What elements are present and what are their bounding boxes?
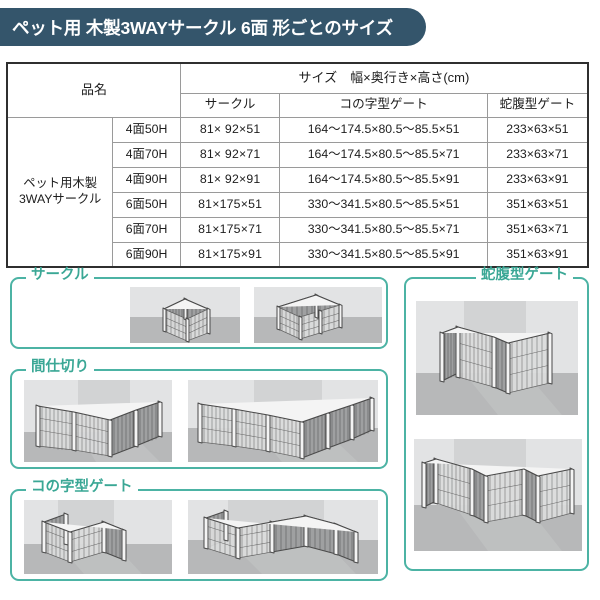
illustration-circle-4panel <box>130 287 240 343</box>
cell-product-name: ペット用木製 3WAYサークル <box>6 116 114 268</box>
header-accordion-gate: 蛇腹型ゲート <box>486 92 589 118</box>
table-row: ペット用木製 3WAYサークル 4面50H 81× 92×51 164〜174.… <box>6 116 589 268</box>
table-row: 4面90H 81× 92×91 164〜174.5×80.5〜85.5×91 2… <box>7 166 589 193</box>
table-row: 6面50H 81×175×51 330〜341.5×80.5〜85.5×51 3… <box>7 191 589 218</box>
table-row: 4面70H 81× 92×71 164〜174.5×80.5〜85.5×71 2… <box>7 141 589 168</box>
product-name-line-1: ペット用木製 <box>23 176 97 191</box>
page-title-bar: ペット用 木製3WAYサークル 6面 形ごとのサイズ <box>0 8 426 46</box>
illustration-u-gate-6panel <box>188 500 378 574</box>
cell-circle: 81× 92×91 <box>179 166 281 193</box>
section-label-circle: サークル <box>26 268 94 283</box>
cell-accordion: 233×63×91 <box>486 166 589 193</box>
table-header-row-main: 品名 サイズ 幅×奥行き×高さ(cm) <box>6 62 589 118</box>
cell-model: 6面90H <box>112 241 181 268</box>
cell-circle: 81×175×51 <box>179 191 281 218</box>
cell-model: 6面70H <box>112 216 181 243</box>
section-u-gate: コの字型ゲート <box>10 480 388 581</box>
section-label-accordion-gate: 蛇腹型ゲート <box>476 268 573 283</box>
cell-circle: 81× 92×51 <box>179 116 281 143</box>
illustration-accordion-4panel <box>416 301 578 415</box>
cell-model: 4面70H <box>112 141 181 168</box>
cell-model: 4面90H <box>112 166 181 193</box>
cell-accordion: 233×63×51 <box>486 116 589 143</box>
table-row: 6面90H 81×175×91 330〜341.5×80.5〜85.5×91 3… <box>7 241 589 268</box>
cell-u-gate: 164〜174.5×80.5〜85.5×71 <box>279 141 488 168</box>
illustration-partition-6panel <box>188 380 378 462</box>
page-title: ペット用 木製3WAYサークル 6面 形ごとのサイズ <box>12 17 393 38</box>
section-circle: サークル <box>10 268 388 349</box>
header-u-gate: コの字型ゲート <box>279 92 488 118</box>
specification-table: 品名 サイズ 幅×奥行き×高さ(cm) サークル コの字型ゲート 蛇腹型ゲート … <box>6 62 589 268</box>
illustration-accordion-6panel <box>414 439 582 551</box>
cell-accordion: 351×63×71 <box>486 216 589 243</box>
cell-u-gate: 330〜341.5×80.5〜85.5×91 <box>279 241 488 268</box>
cell-accordion: 351×63×51 <box>486 191 589 218</box>
cell-u-gate: 330〜341.5×80.5〜85.5×71 <box>279 216 488 243</box>
cell-circle: 81×175×91 <box>179 241 281 268</box>
header-circle: サークル <box>179 92 281 118</box>
illustration-partition-4panel <box>24 380 172 462</box>
header-product-name: 品名 <box>6 62 181 118</box>
header-size-group: サイズ 幅×奥行き×高さ(cm) <box>179 62 589 94</box>
cell-circle: 81×175×71 <box>179 216 281 243</box>
cell-model: 4面50H <box>112 116 181 143</box>
section-label-partition: 間仕切り <box>26 360 94 375</box>
cell-model: 6面50H <box>112 191 181 218</box>
cell-accordion: 233×63×71 <box>486 141 589 168</box>
illustration-u-gate-4panel <box>24 500 172 574</box>
section-label-u-gate: コの字型ゲート <box>26 480 138 495</box>
section-accordion-gate: 蛇腹型ゲート <box>404 268 589 571</box>
cell-accordion: 351×63×91 <box>486 241 589 268</box>
product-name-line-2: 3WAYサークル <box>18 191 102 206</box>
cell-u-gate: 164〜174.5×80.5〜85.5×51 <box>279 116 488 143</box>
cell-u-gate: 330〜341.5×80.5〜85.5×51 <box>279 191 488 218</box>
table-row: 6面70H 81×175×71 330〜341.5×80.5〜85.5×71 3… <box>7 216 589 243</box>
section-partition: 間仕切り <box>10 360 388 469</box>
cell-u-gate: 164〜174.5×80.5〜85.5×91 <box>279 166 488 193</box>
cell-circle: 81× 92×71 <box>179 141 281 168</box>
table-header-row-sub: サークル コの字型ゲート 蛇腹型ゲート <box>7 92 589 118</box>
illustration-circle-6panel <box>254 287 382 343</box>
